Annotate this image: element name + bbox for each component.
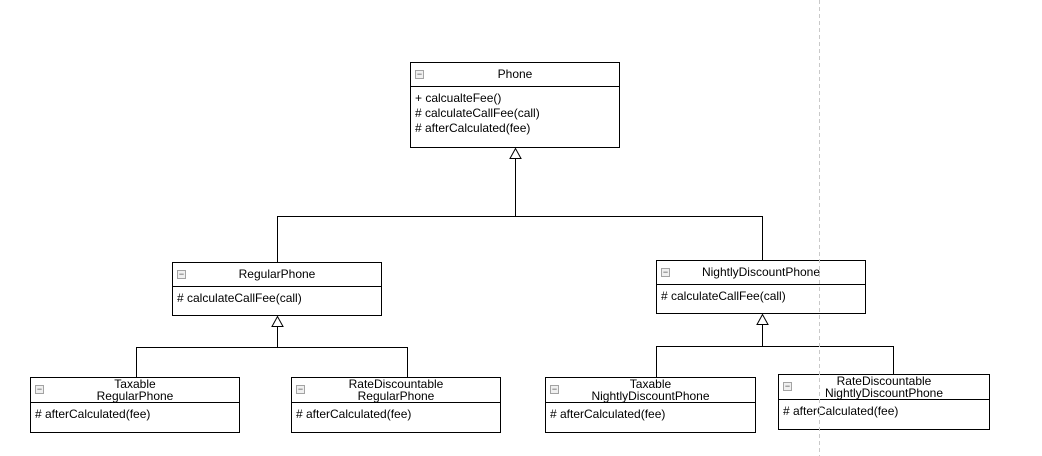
- inheritance-edge-nightlydiscountphone-to-phone[interactable]: [515, 158, 763, 261]
- collapse-icon[interactable]: −: [296, 385, 305, 394]
- minus-glyph: −: [416, 68, 423, 79]
- class-title-bar: − Phone: [411, 63, 619, 87]
- class-methods: + calcualteFee() # calculateCallFee(call…: [411, 87, 619, 136]
- collapse-icon[interactable]: −: [35, 385, 44, 394]
- class-box-nightlydiscountphone[interactable]: − NightlyDiscountPhone # calculateCallFe…: [656, 260, 866, 314]
- class-methods: # afterCalculated(fee): [779, 400, 989, 419]
- inheritance-edge-taxableregularphone-to-regularphone[interactable]: [136, 315, 284, 378]
- collapse-icon[interactable]: −: [783, 382, 792, 391]
- method-item: # afterCalculated(fee): [296, 407, 412, 421]
- collapse-icon[interactable]: −: [661, 266, 670, 277]
- class-title-bar: − Taxable NightlyDiscountPhone: [546, 376, 755, 403]
- class-methods: # afterCalculated(fee): [292, 403, 500, 422]
- class-methods: # calculateCallFee(call): [173, 287, 381, 306]
- method-item: # afterCalculated(fee): [415, 121, 531, 135]
- method-item: # afterCalculated(fee): [550, 407, 666, 421]
- minus-glyph: −: [784, 381, 791, 391]
- inheritance-edge-regularphone-to-phone[interactable]: [277, 147, 522, 263]
- inheritance-edge-taxablenightlydiscountphone-to-nightlydiscountphone[interactable]: [656, 313, 769, 378]
- hollow-triangle-arrowhead: [756, 313, 769, 325]
- inheritance-edge-ratediscountablenightlydiscountphone-to-nightlydiscountphone[interactable]: [762, 324, 894, 375]
- class-box-taxableregularphone[interactable]: − Taxable RegularPhone # afterCalculated…: [30, 377, 240, 433]
- method-item: # calculateCallFee(call): [415, 106, 540, 120]
- minus-glyph: −: [297, 384, 304, 394]
- method-item: # calculateCallFee(call): [177, 291, 302, 305]
- collapse-icon[interactable]: −: [550, 385, 559, 394]
- hollow-triangle-arrowhead: [509, 147, 522, 159]
- class-title-bar: − NightlyDiscountPhone: [657, 261, 865, 285]
- class-box-phone[interactable]: − Phone + calcualteFee() # calculateCall…: [410, 62, 620, 148]
- class-methods: # afterCalculated(fee): [546, 403, 755, 422]
- method-item: # afterCalculated(fee): [35, 407, 151, 421]
- method-item: + calcualteFee(): [415, 91, 502, 105]
- class-name: Taxable RegularPhone: [96, 376, 174, 403]
- collapse-icon[interactable]: −: [177, 268, 186, 279]
- class-title-bar: − RateDiscountable NightlyDiscountPhone: [779, 373, 989, 400]
- class-name: RegularPhone: [238, 267, 316, 282]
- method-item: # calculateCallFee(call): [661, 289, 786, 303]
- class-box-ratediscountablenightlydiscountphone[interactable]: − RateDiscountable NightlyDiscountPhone …: [778, 374, 990, 430]
- minus-glyph: −: [178, 268, 185, 279]
- class-name: Taxable NightlyDiscountPhone: [591, 376, 710, 403]
- collapse-icon[interactable]: −: [415, 68, 424, 79]
- class-name: RateDiscountable NightlyDiscountPhone: [824, 373, 944, 400]
- class-methods: # calculateCallFee(call): [657, 285, 865, 304]
- minus-glyph: −: [36, 384, 43, 394]
- class-methods: # afterCalculated(fee): [31, 403, 239, 422]
- class-name: Phone: [497, 67, 533, 82]
- class-title-bar: − RateDiscountable RegularPhone: [292, 376, 500, 403]
- hollow-triangle-arrowhead: [271, 315, 284, 327]
- class-box-regularphone[interactable]: − RegularPhone # calculateCallFee(call): [172, 262, 382, 316]
- class-name: NightlyDiscountPhone: [701, 265, 821, 280]
- class-title-bar: − RegularPhone: [173, 263, 381, 287]
- inheritance-edge-ratediscountableregularphone-to-regularphone[interactable]: [277, 326, 408, 378]
- class-title-bar: − Taxable RegularPhone: [31, 376, 239, 403]
- method-item: # afterCalculated(fee): [783, 404, 899, 418]
- minus-glyph: −: [551, 384, 558, 394]
- class-name: RateDiscountable RegularPhone: [348, 376, 444, 403]
- class-box-ratediscountableregularphone[interactable]: − RateDiscountable RegularPhone # afterC…: [291, 377, 501, 433]
- class-box-taxablenightlydiscountphone[interactable]: − Taxable NightlyDiscountPhone # afterCa…: [545, 377, 756, 433]
- minus-glyph: −: [662, 266, 669, 277]
